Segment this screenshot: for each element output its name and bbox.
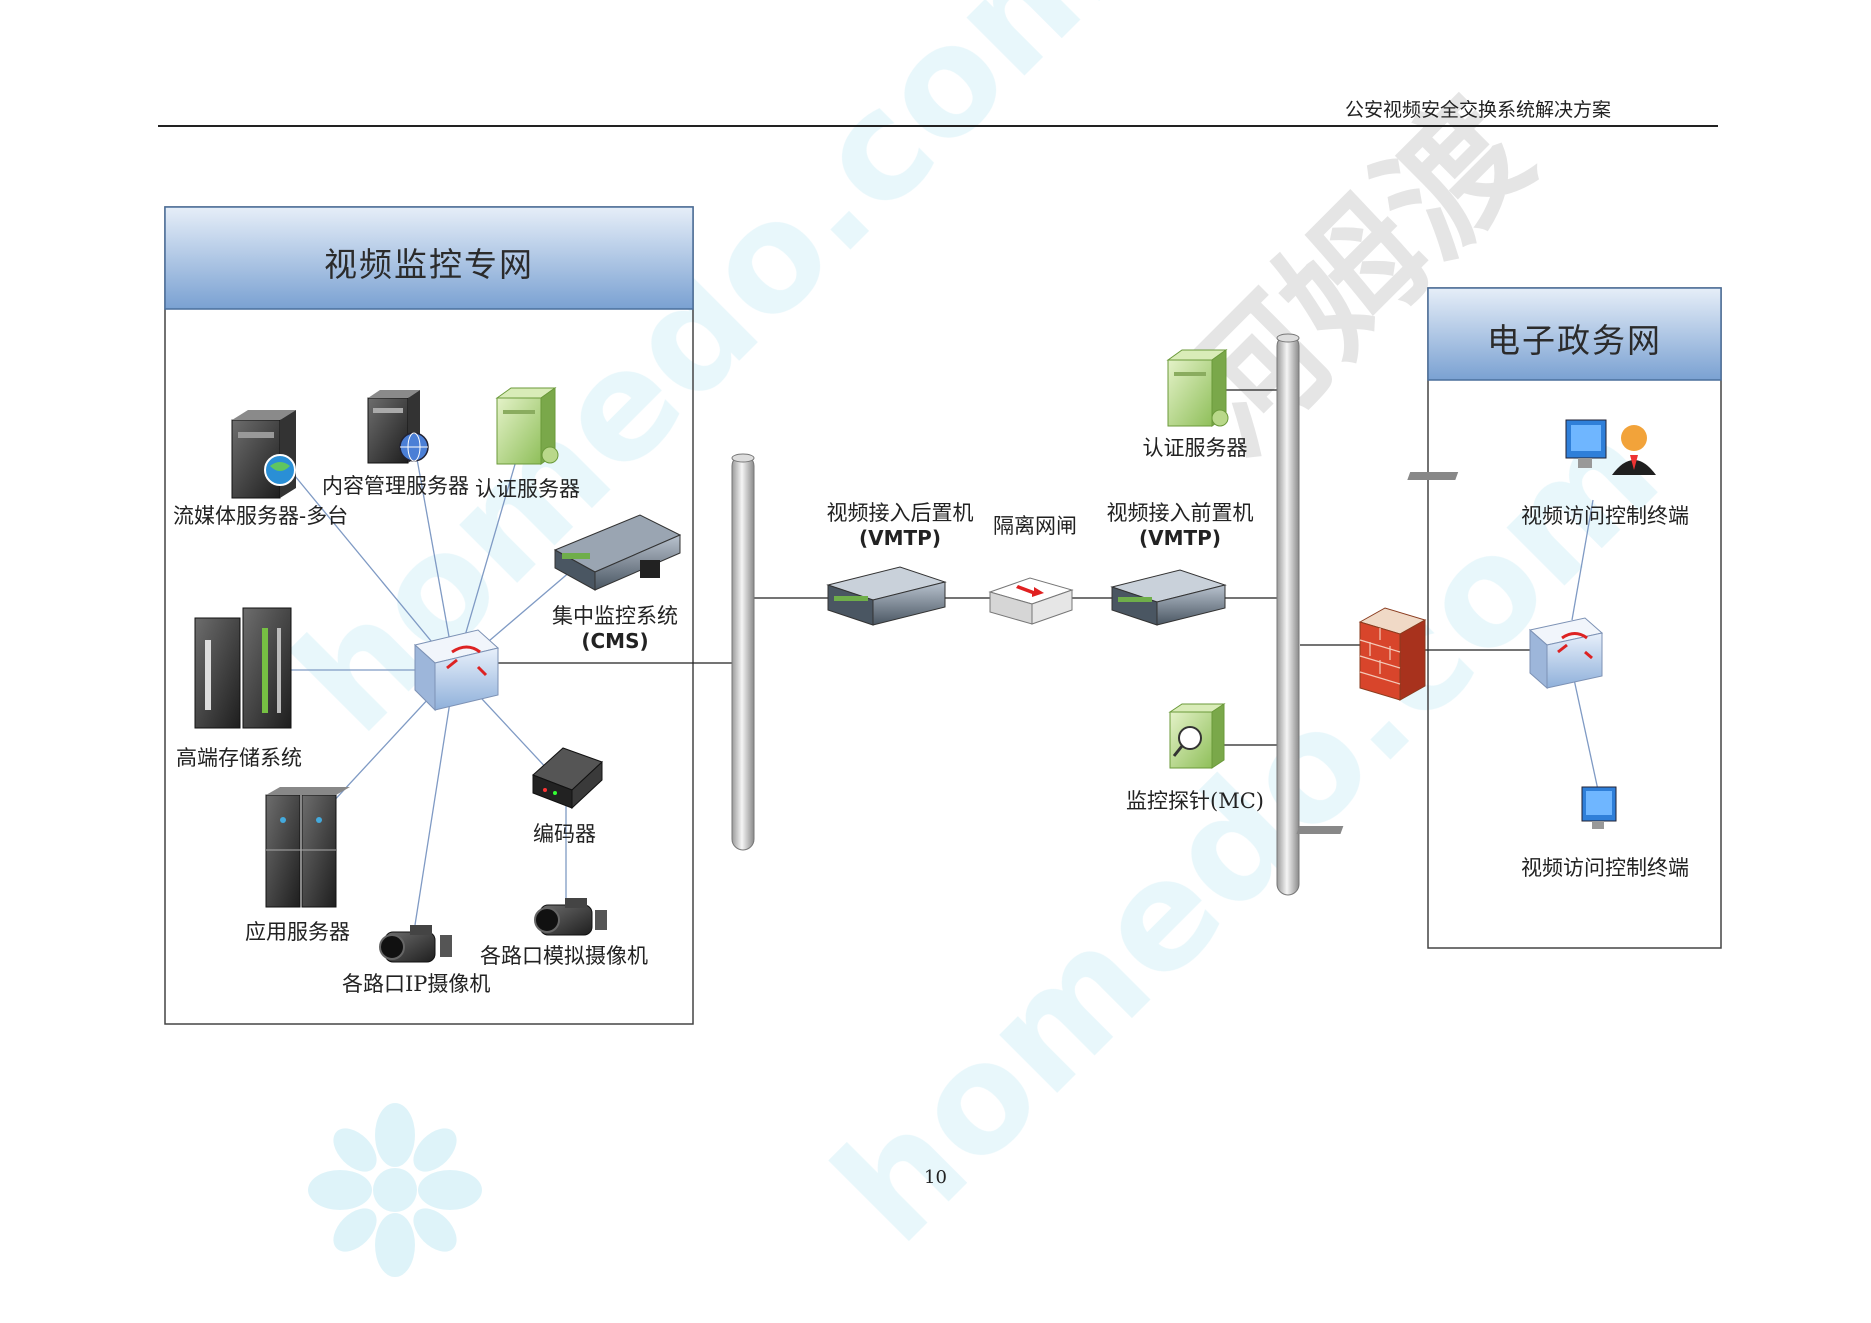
auth-server-icon-left [495, 387, 559, 465]
left-core-switch [413, 629, 500, 712]
encoder-label: 编码器 [533, 822, 596, 846]
analog-camera-icon [534, 898, 607, 936]
cms-label: 集中监控系统 [552, 604, 678, 628]
auth-server-icon-right [1166, 349, 1229, 427]
terminal-2-icon [1296, 786, 1617, 834]
left-backbone-pipe [731, 453, 755, 851]
left-zone-title: 视频监控专网 [324, 245, 534, 284]
encoder-icon [532, 747, 603, 810]
back-host-device-icon [826, 566, 947, 626]
app-server-label: 应用服务器 [245, 920, 350, 944]
right-zone-title: 电子政务网 [1487, 321, 1662, 360]
ip-camera-label: 各路口IP摄像机 [342, 972, 491, 996]
back-host-sub-label: (VMTP) [859, 526, 941, 550]
right-zone-frame [1427, 287, 1722, 949]
probe-label: 监控探针(MC) [1126, 789, 1264, 813]
trunk-lines [495, 389, 1530, 746]
right-core-switch [1528, 617, 1604, 690]
front-host-device-icon [1110, 569, 1227, 626]
watermark-logo [308, 1103, 482, 1277]
auth-server-label-right: 认证服务器 [1142, 436, 1248, 460]
streaming-server-label: 流媒体服务器-多台 [173, 504, 349, 528]
terminal-2-label: 视频访问控制终端 [1521, 856, 1689, 880]
back-host-label: 视频接入后置机 [826, 501, 974, 525]
gateway-label: 隔离网闸 [993, 514, 1077, 538]
page-number: 10 [924, 1167, 947, 1188]
content-server-icon [367, 390, 429, 464]
terminal-1-label: 视频访问控制终端 [1521, 504, 1689, 528]
left-zone-frame [164, 206, 694, 1025]
analog-camera-label: 各路口模拟摄像机 [480, 944, 648, 968]
streaming-server-icon [231, 410, 296, 499]
cms-device-icon [553, 514, 682, 591]
header-title: 公安视频安全交换系统解决方案 [1344, 99, 1611, 121]
ip-camera-icon [379, 925, 452, 963]
app-server-icon [265, 787, 350, 908]
cms-sub-label: (CMS) [581, 629, 649, 653]
monitor-probe-icon [1168, 703, 1226, 769]
isolation-gateway-icon [988, 577, 1074, 625]
storage-system-icon [194, 607, 292, 729]
firewall-icon [1358, 607, 1427, 701]
right-backbone-pipe [1276, 333, 1300, 896]
front-host-label: 视频接入前置机 [1106, 501, 1254, 525]
content-server-label: 内容管理服务器 [322, 474, 469, 498]
terminal-1-icon [1407, 419, 1656, 480]
auth-server-label-left: 认证服务器 [475, 477, 580, 501]
storage-label: 高端存储系统 [176, 746, 302, 770]
front-host-sub-label: (VMTP) [1139, 526, 1221, 550]
header-rule [158, 125, 1718, 127]
